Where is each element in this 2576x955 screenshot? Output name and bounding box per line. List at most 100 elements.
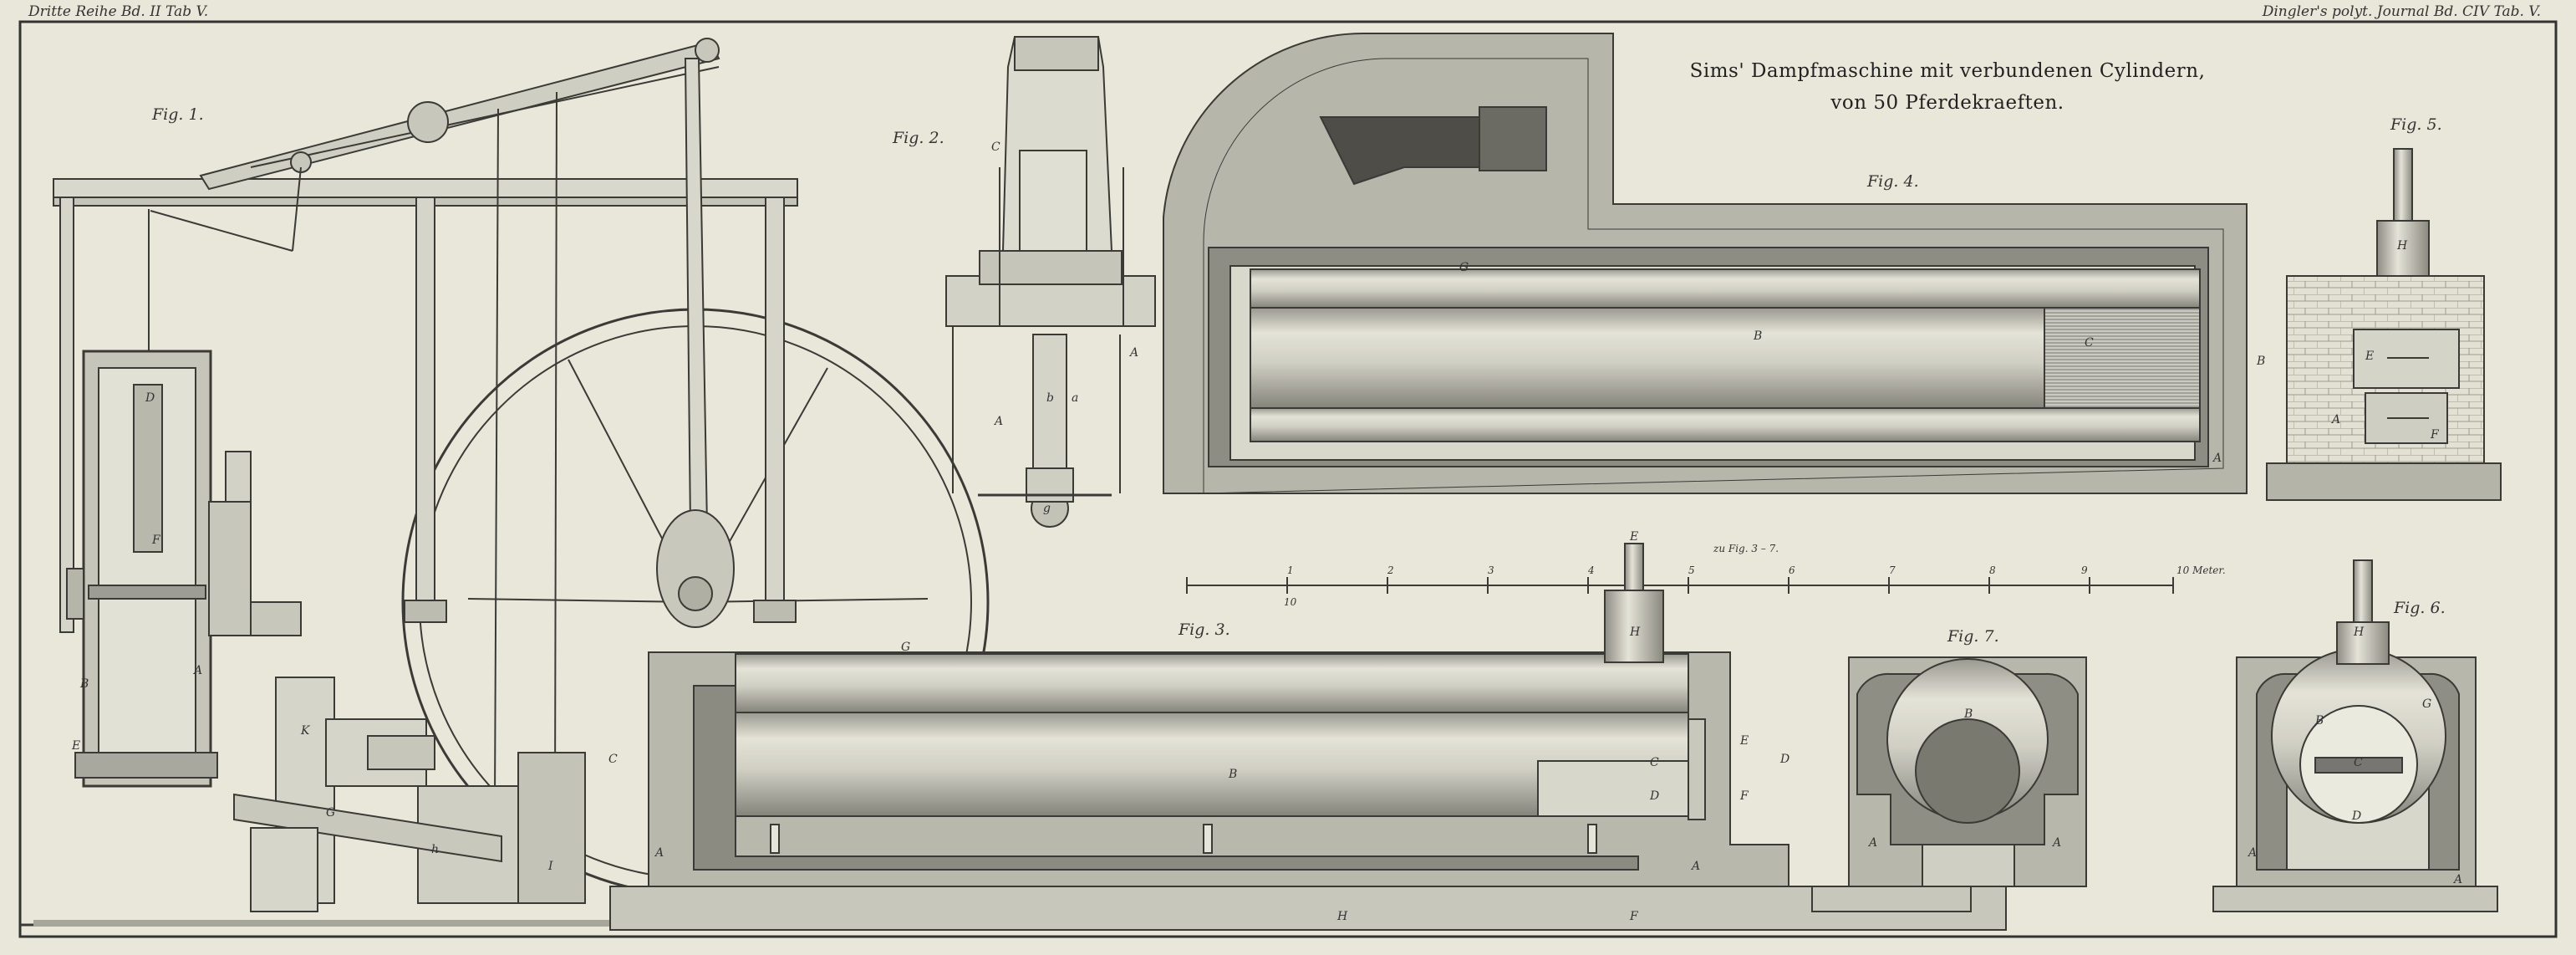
- fig3-dome-h: [1604, 590, 1664, 663]
- label-fig1-i: I: [547, 860, 553, 873]
- label-fig6-g: G: [2422, 697, 2431, 711]
- label-fig1-b: B: [79, 677, 89, 691]
- frame-columns: [59, 197, 797, 633]
- plate-series-label: Dritte Reihe Bd. II Tab V.: [28, 3, 209, 20]
- journal-reference-label: Dingler's polyt. Journal Bd. CIV Tab. V.: [2262, 3, 2541, 20]
- label-fig7-a-left: A: [1867, 836, 1877, 850]
- high-pressure-cylinder: [66, 350, 218, 788]
- plate-title-line-2: von 50 Pferdekraeften.: [1830, 92, 2064, 114]
- scale-unit: 10 Meter.: [2176, 564, 2226, 576]
- label-fig3-f: F: [1739, 789, 1749, 803]
- label-fig4-g: G: [1459, 261, 1469, 274]
- fig-3-boiler-section: [609, 543, 2007, 931]
- boiler-shell-lower: [1250, 407, 2201, 442]
- connecting-rod: [684, 58, 709, 528]
- label-fig3-c: C: [1650, 756, 1659, 769]
- label-fig4-b-right: B: [2256, 355, 2265, 368]
- scale-tick-10: 10: [1284, 596, 1297, 608]
- label-fig5-a: A: [2330, 413, 2340, 426]
- label-fig3-c-left: C: [608, 753, 618, 766]
- walking-beam: [199, 40, 720, 191]
- label-fig3-d: D: [1649, 789, 1659, 803]
- fig7-flue: [1915, 718, 2020, 824]
- label-fig6-b: B: [2314, 714, 2324, 728]
- label-fig4-c: C: [2085, 336, 2094, 350]
- fig-6-cross-section: [2212, 559, 2498, 912]
- label-fig3-f-bottom: F: [1629, 910, 1639, 923]
- label-fig2-g: g: [1043, 502, 1051, 515]
- label-fig1-a: A: [192, 664, 202, 677]
- scale-tick-4: 4: [1587, 564, 1595, 576]
- scale-tick-7: 7: [1889, 564, 1896, 576]
- label-fig4-b: B: [1753, 329, 1762, 343]
- label-fig7-a-right: A: [2051, 836, 2061, 850]
- fig6-grate: [2314, 757, 2403, 774]
- plate-border: [18, 20, 2558, 938]
- label-fig3-b: B: [1228, 768, 1237, 781]
- label-fig2-a: a: [1072, 391, 1078, 405]
- label-fig3-h: H: [1629, 626, 1641, 639]
- scale-tick-9: 9: [2081, 564, 2088, 576]
- fig-3-label: Fig. 3.: [1179, 620, 1230, 639]
- label-fig2-A: A: [993, 415, 1003, 428]
- fig-1-label: Fig. 1.: [152, 105, 204, 124]
- fig-2-side-elevation: [945, 36, 1156, 528]
- label-fig7-b: B: [1963, 707, 1973, 721]
- fig-5-label: Fig. 5.: [2390, 115, 2442, 134]
- fig3-fire-tube: [735, 712, 1689, 817]
- air-pump: [275, 677, 586, 904]
- label-fig3-a-right: A: [1690, 860, 1700, 873]
- label-fig6-a-left: A: [2247, 846, 2257, 860]
- label-fig5-f: F: [2430, 428, 2440, 442]
- boiler-shell-upper: [1250, 268, 2201, 309]
- label-fig1-f: F: [151, 534, 161, 547]
- label-fig3-e: E: [1629, 530, 1638, 544]
- plate-title-line-1: Sims' Dampfmaschine mit verbundenen Cyli…: [1689, 60, 2206, 82]
- label-fig6-d: D: [2351, 809, 2361, 823]
- fig-4-label: Fig. 4.: [1867, 172, 1919, 191]
- fig-5-end-view: [2266, 148, 2502, 501]
- beam-pivot: [407, 101, 449, 143]
- label-fig1-k: K: [300, 724, 311, 738]
- label-fig4-a-left: A: [1128, 346, 1138, 360]
- scale-caption: zu Fig. 3 – 7.: [1713, 543, 1779, 554]
- foundation: [609, 886, 2007, 931]
- label-fig1-h: h: [431, 843, 439, 856]
- label-fig6-h: H: [2353, 626, 2365, 639]
- label-fig3-d-right: D: [1779, 753, 1789, 766]
- scale-tick-6: 6: [1789, 564, 1795, 576]
- fire-tube-b: [1250, 307, 2045, 409]
- label-fig2-b: b: [1046, 391, 1054, 405]
- tube-bundle-c: [2044, 307, 2201, 409]
- scale-tick-1: 1: [1287, 564, 1294, 576]
- scale-tick-8: 8: [1989, 564, 1996, 576]
- fig-4-boiler-plan: [1163, 32, 2248, 494]
- pump-lever: [233, 793, 502, 863]
- fig-7-cross-section: [1811, 656, 2087, 912]
- label-fig6-a-right: A: [2452, 873, 2462, 886]
- fig-2-label: Fig. 2.: [893, 129, 944, 147]
- fig-6-label: Fig. 6.: [2394, 599, 2446, 617]
- label-fig5-h: H: [2396, 239, 2408, 253]
- fig-7-label: Fig. 7.: [1947, 627, 1999, 646]
- label-fig2-c: C: [991, 140, 1000, 154]
- label-fig1-g: G: [326, 806, 335, 820]
- label-fig1-d: D: [145, 391, 155, 405]
- entablature-beam: [53, 178, 798, 198]
- label-fig1-e: E: [71, 739, 80, 753]
- label-fig5-e: E: [2365, 350, 2374, 363]
- label-fig3-a: A: [654, 846, 664, 860]
- fig6-dome-h: [2336, 621, 2390, 665]
- scale-tick-5: 5: [1688, 564, 1695, 576]
- label-fig4-a-bottom: A: [2212, 452, 2222, 465]
- scale-tick-3: 3: [1488, 564, 1494, 576]
- label-fig6-c: C: [2354, 756, 2363, 769]
- fig5-dome-h: [2376, 220, 2430, 277]
- label-fig3-h-bottom: H: [1336, 910, 1348, 923]
- fig-1-beam-engine: [20, 38, 990, 927]
- fig3-boiler-shell: [735, 653, 1689, 713]
- scale-bar: [1186, 577, 2174, 594]
- label-fig3-e-right: E: [1739, 734, 1749, 748]
